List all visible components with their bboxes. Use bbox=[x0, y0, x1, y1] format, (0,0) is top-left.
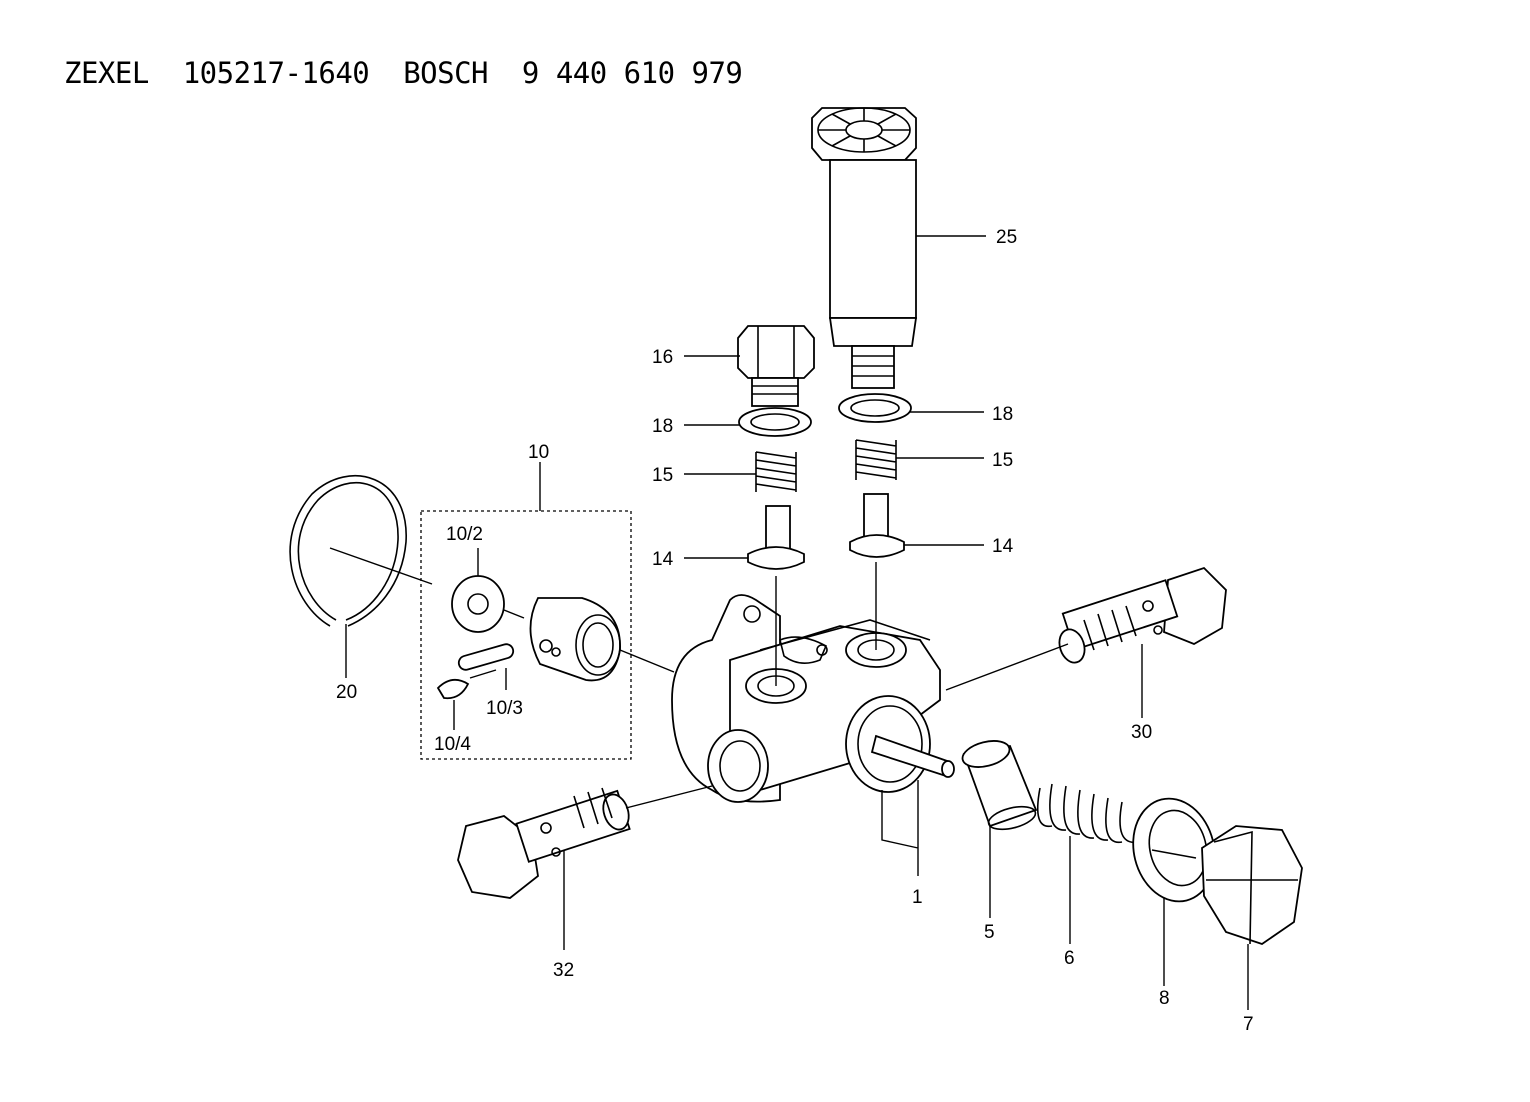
label-25: 25 bbox=[996, 227, 1017, 248]
label-15-left: 15 bbox=[652, 465, 673, 486]
part-6-spring bbox=[1036, 783, 1139, 844]
part-14-valves bbox=[747, 493, 905, 570]
part-32-banjo-bolt bbox=[457, 787, 631, 899]
part-16-plug bbox=[737, 325, 815, 407]
label-14-left: 14 bbox=[652, 549, 674, 570]
part-20-snap-ring bbox=[289, 475, 407, 627]
part-15-springs bbox=[755, 439, 897, 492]
label-10-4: 10/4 bbox=[434, 734, 471, 755]
part-25-hand-primer-pump bbox=[811, 107, 918, 389]
label-32: 32 bbox=[553, 960, 574, 981]
label-18-left: 18 bbox=[652, 416, 673, 437]
label-10-3: 10/3 bbox=[486, 698, 523, 719]
part-1-pump-housing bbox=[671, 594, 955, 803]
part-8-gasket bbox=[1132, 797, 1216, 903]
label-10: 10 bbox=[528, 442, 549, 463]
label-18-right: 18 bbox=[992, 404, 1013, 425]
label-8: 8 bbox=[1159, 988, 1170, 1009]
label-20: 20 bbox=[336, 682, 357, 703]
callout-labels: 25 16 18 15 14 18 15 14 10 10/2 10/3 10/… bbox=[336, 227, 1254, 1035]
label-6: 6 bbox=[1064, 948, 1075, 969]
label-1: 1 bbox=[912, 887, 923, 908]
label-30: 30 bbox=[1131, 722, 1152, 743]
label-15-right: 15 bbox=[992, 450, 1013, 471]
part-18-gaskets bbox=[738, 393, 912, 437]
label-16: 16 bbox=[652, 347, 673, 368]
label-10-2: 10/2 bbox=[446, 524, 483, 545]
label-14-right: 14 bbox=[992, 536, 1014, 557]
label-7: 7 bbox=[1243, 1014, 1254, 1035]
leader-lines bbox=[329, 235, 1249, 1010]
label-5: 5 bbox=[984, 922, 995, 943]
part-10-inset bbox=[420, 510, 632, 760]
part-5-piston bbox=[961, 740, 1038, 831]
part-30-banjo-bolt bbox=[1058, 566, 1227, 664]
drawing-title: ZEXEL 105217-1640 BOSCH 9 440 610 979 bbox=[64, 56, 743, 90]
part-7-plug bbox=[1201, 825, 1303, 945]
